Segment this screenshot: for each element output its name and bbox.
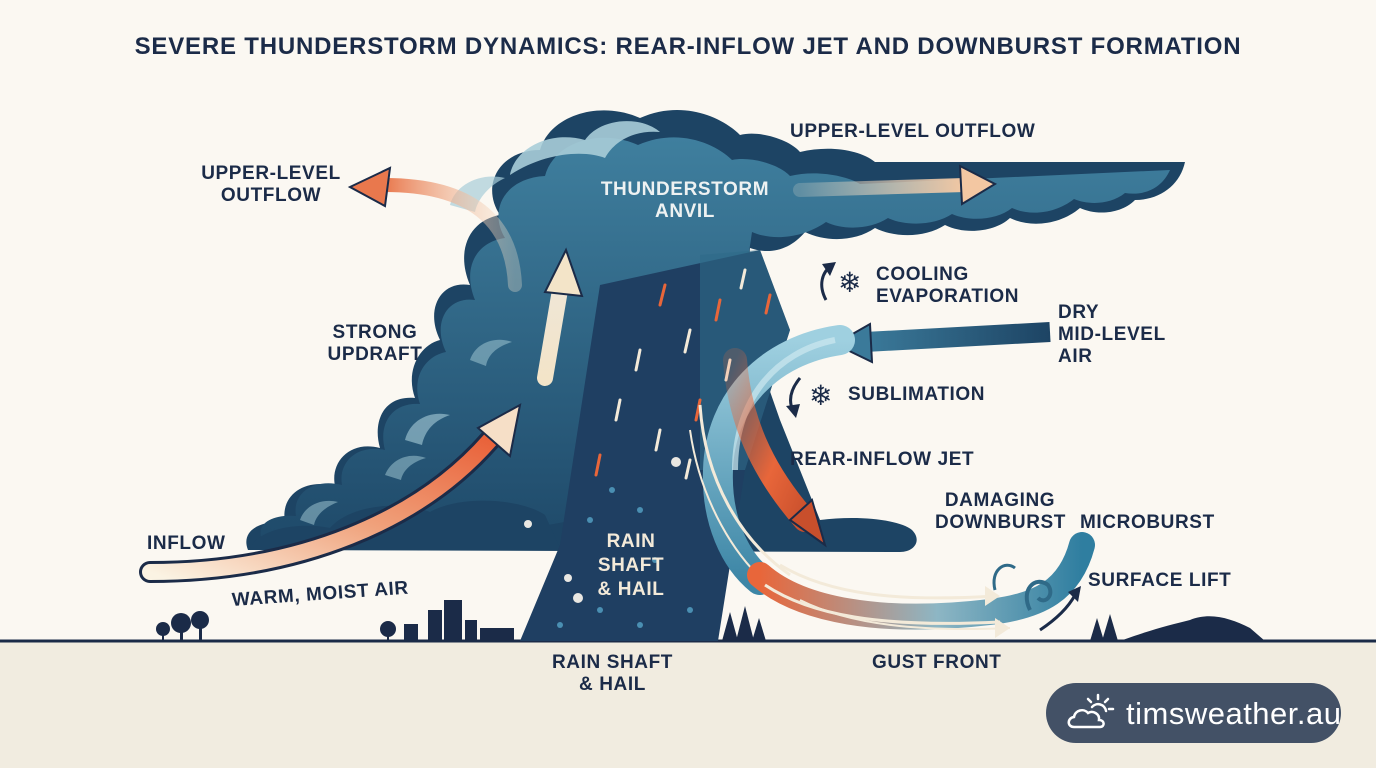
dry-air-arrow [864,322,1051,352]
updraft-arrow [537,282,568,386]
upper-outflow-left-arrow [378,178,522,292]
label-sublimation: SUBLIMATION [848,384,986,405]
diagram-title: SEVERE THUNDERSTORM DYNAMICS: REAR-INFLO… [134,33,1242,60]
gust-front-arrows [747,532,1095,630]
downburst-arrow [723,348,817,532]
snowflake-icon: ❄ [838,266,862,299]
upper-outflow-right-arrow [793,178,972,197]
mid-trees [722,606,766,641]
label-dry-air: DRY MID-LEVEL AIR [1058,302,1166,367]
label-rain-shaft-inner: RAIN SHAFT & HAIL [597,531,665,600]
label-rear-inflow-jet: REAR-INFLOW JET [790,449,975,470]
label-surface-lift: SURFACE LIFT [1088,570,1232,591]
brand-badge[interactable]: timsweather.au [1046,683,1341,743]
label-updraft: STRONG UPDRAFT [327,322,423,365]
sun-cloud-icon [1067,693,1115,729]
left-trees [156,611,209,641]
microburst-curl [1024,579,1053,611]
rain-drops [557,487,693,628]
label-inflow: INFLOW [147,533,226,554]
label-microburst: MICROBURST [1080,512,1215,533]
surface-lift-arrow [1039,594,1077,632]
hail-stones [524,457,681,603]
label-gust-front: GUST FRONT [872,652,1002,673]
label-damaging-downburst: DAMAGING DOWNBURST [935,490,1066,533]
snowflake-icon: ❄ [809,379,833,412]
label-upper-outflow-left: UPPER-LEVEL OUTFLOW [201,163,341,206]
label-rain-shaft-ground: RAIN SHAFT & HAIL [551,652,674,695]
right-landscape [1090,614,1265,641]
city-skyline [380,600,514,641]
label-cooling: COOLING EVAPORATION [876,264,1020,307]
label-anvil: THUNDERSTORM ANVIL [600,179,770,222]
brand-name: timsweather.au [1126,696,1342,731]
label-upper-outflow-right: UPPER-LEVEL OUTFLOW [790,121,1036,142]
